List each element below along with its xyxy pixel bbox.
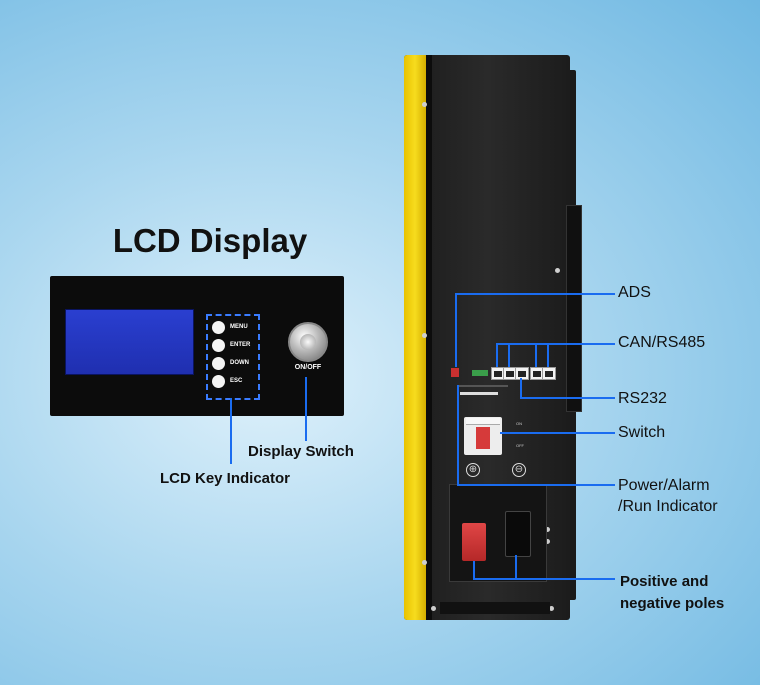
negative-pole-leader	[515, 555, 517, 579]
display-switch-leader	[305, 377, 307, 441]
lcd-key-leader	[230, 398, 232, 464]
bolt-icon	[555, 268, 560, 273]
bolt-icon	[431, 606, 436, 611]
menu-key-label: MENU	[230, 324, 248, 330]
bolt-icon	[422, 333, 427, 338]
switch-label: Switch	[618, 424, 666, 441]
positive-pole-leader	[473, 561, 475, 579]
bolt-icon	[422, 560, 427, 565]
parallel-port-b[interactable]	[542, 367, 556, 380]
positive-terminal	[462, 523, 486, 561]
inverter-foot	[440, 602, 550, 614]
down-key-label: DOWN	[230, 360, 249, 366]
can-leader-drop-2	[508, 343, 510, 367]
poles-label-line1: Positive and	[620, 573, 709, 590]
rs232-port[interactable]	[515, 367, 529, 380]
inverter-edge	[426, 55, 432, 620]
breaker-switch[interactable]	[464, 417, 502, 455]
indicator-leader-horizontal	[457, 484, 615, 486]
breaker-on-label: ON	[516, 421, 522, 426]
breaker-off-label: OFF	[516, 443, 524, 448]
rs232-leader-vertical	[520, 378, 522, 398]
negative-symbol-icon: ⊖	[512, 463, 526, 477]
knob-center	[300, 334, 316, 350]
lcd-display-title: LCD Display	[112, 222, 308, 259]
can-rs485-label: CAN/RS485	[618, 334, 706, 351]
can-leader-horizontal	[496, 343, 615, 345]
lcd-key-group: MENU ENTER DOWN ESC	[206, 314, 260, 400]
bolt-icon	[422, 102, 427, 107]
enter-key-button[interactable]	[212, 339, 225, 352]
can-leader-drop-1	[496, 343, 498, 367]
down-key-button[interactable]	[212, 357, 225, 370]
can-leader-drop-3	[535, 343, 537, 367]
switch-leader	[500, 432, 615, 434]
lcd-screen	[65, 309, 194, 375]
menu-key-button[interactable]	[212, 321, 225, 334]
esc-key-label: ESC	[230, 378, 243, 384]
rs232-label: RS232	[618, 390, 667, 407]
led-indicator-strip	[458, 385, 508, 387]
indicator-leader-vertical	[457, 385, 459, 485]
lcd-panel: MENU ENTER DOWN ESC ON/OFF	[50, 276, 344, 416]
dry-contact-terminal	[472, 370, 488, 376]
power-alarm-label-line1: Power/Alarm	[618, 477, 710, 494]
positive-symbol-icon: ⊕	[466, 463, 480, 477]
display-switch-knob[interactable]	[288, 322, 328, 362]
display-switch-label: Display Switch	[248, 443, 354, 460]
ads-leader-horizontal	[455, 293, 615, 295]
negative-terminal	[505, 511, 531, 557]
bolt-icon	[545, 539, 550, 544]
rs232-leader-horizontal	[520, 397, 615, 399]
esc-key-button[interactable]	[212, 375, 225, 388]
on-off-label: ON/OFF	[294, 364, 322, 371]
inverter-side-handle	[566, 205, 582, 412]
power-alarm-label-line2: /Run Indicator	[618, 498, 718, 515]
bolt-icon	[545, 527, 550, 532]
ads-dip-switch[interactable]	[451, 368, 459, 377]
inverter-yellow-trim	[404, 55, 426, 620]
ads-label: ADS	[618, 284, 651, 301]
breaker-lever[interactable]	[476, 427, 490, 449]
bolt-icon	[549, 606, 554, 611]
enter-key-label: ENTER	[230, 342, 251, 348]
ads-leader-vertical	[455, 293, 457, 367]
indicator-label-strip	[460, 392, 498, 395]
poles-leader-horizontal	[473, 578, 615, 580]
can-leader-drop-4	[547, 343, 549, 367]
poles-label-line2: negative poles	[620, 595, 725, 612]
lcd-key-indicator-label: LCD Key Indicator	[160, 470, 291, 487]
